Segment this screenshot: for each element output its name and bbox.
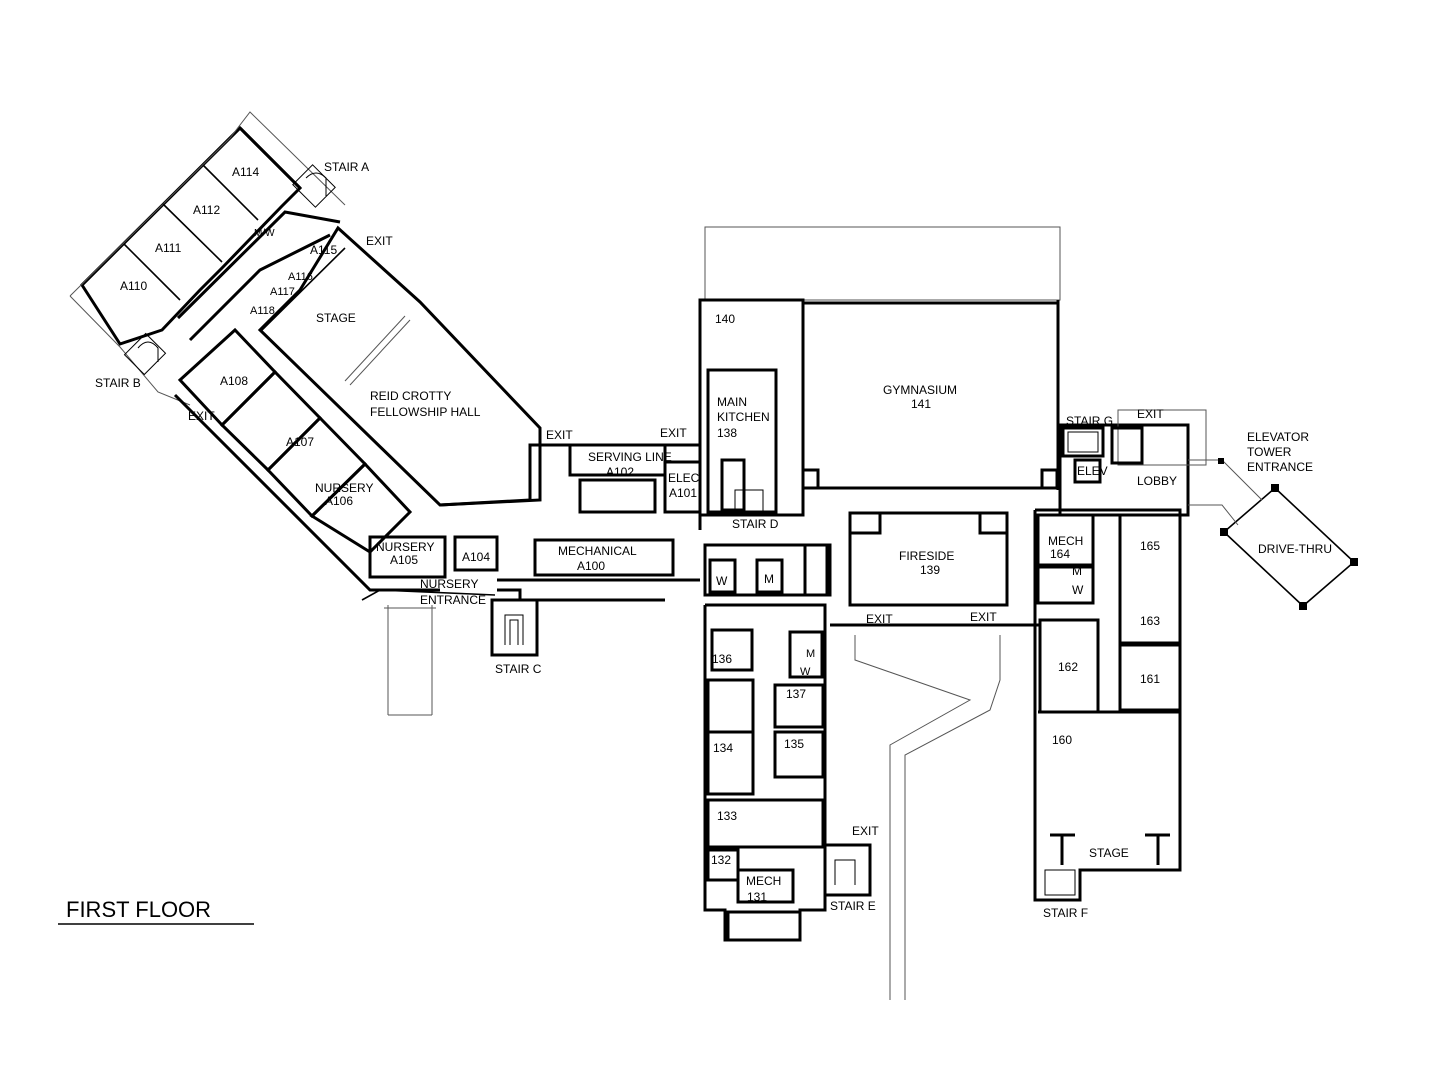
fireside-room bbox=[830, 511, 1040, 1000]
label-w3: W bbox=[1072, 583, 1084, 597]
label-a108: A108 bbox=[220, 374, 248, 388]
plan-title-text: FIRST FLOOR bbox=[66, 897, 211, 922]
west-wing bbox=[69, 111, 542, 716]
label-exit-hall: EXIT bbox=[546, 428, 573, 442]
label-135: 135 bbox=[784, 737, 804, 751]
label-134: 134 bbox=[713, 741, 733, 755]
label-137: 137 bbox=[786, 687, 806, 701]
label-a106: A106 bbox=[325, 494, 353, 508]
label-hall-line1: REID CROTTY bbox=[370, 389, 451, 403]
label-stair-b: STAIR B bbox=[95, 376, 141, 390]
label-elevator-2: TOWER bbox=[1247, 445, 1292, 459]
label-a111: A111 bbox=[155, 241, 182, 255]
label-drive-thru: DRIVE-THRU bbox=[1258, 542, 1332, 556]
label-mw: M/W bbox=[254, 228, 275, 239]
restrooms-center bbox=[703, 543, 832, 597]
label-a105: A105 bbox=[390, 553, 418, 567]
label-nursery-entrance-2: ENTRANCE bbox=[420, 593, 486, 607]
label-exit-fireside-2: EXIT bbox=[970, 610, 997, 624]
label-m3: M bbox=[1072, 564, 1082, 578]
label-140: 140 bbox=[715, 312, 735, 326]
gym-block bbox=[698, 226, 1061, 517]
label-main-kitchen-1: MAIN bbox=[717, 395, 747, 409]
label-m2: M bbox=[806, 648, 815, 660]
label-141: 141 bbox=[911, 397, 931, 411]
label-a110: A110 bbox=[120, 279, 147, 293]
label-exit-b: EXIT bbox=[188, 409, 215, 423]
label-136: 136 bbox=[712, 652, 732, 666]
label-mech-164: MECH bbox=[1048, 534, 1083, 548]
label-serving-line: SERVING LINE bbox=[588, 450, 672, 464]
label-exit-serving: EXIT bbox=[660, 426, 687, 440]
label-a107: A107 bbox=[286, 435, 314, 449]
south-wing bbox=[703, 603, 872, 942]
label-161: 161 bbox=[1140, 672, 1160, 686]
label-m1: M bbox=[764, 572, 774, 586]
label-stage-west: STAGE bbox=[316, 311, 356, 325]
label-138: 138 bbox=[717, 426, 737, 440]
label-a114: A114 bbox=[232, 165, 259, 179]
label-elevator-1: ELEVATOR bbox=[1247, 430, 1309, 444]
label-a117: A117 bbox=[270, 286, 295, 298]
label-a115: A115 bbox=[310, 243, 337, 257]
label-hall-line2: FELLOWSHIP HALL bbox=[370, 405, 481, 419]
label-w2: W bbox=[800, 666, 811, 678]
label-exit-a: EXIT bbox=[366, 234, 393, 248]
label-nursery-a106: NURSERY bbox=[315, 481, 373, 495]
east-wing bbox=[1033, 409, 1207, 902]
label-w1: W bbox=[716, 574, 728, 588]
room-labels: A114 A112 A111 A110 M/W A115 A116 A117 A… bbox=[95, 160, 1332, 920]
label-stair-e: STAIR E bbox=[830, 899, 876, 913]
label-stair-c: STAIR C bbox=[495, 662, 542, 676]
label-gymnasium: GYMNASIUM bbox=[883, 383, 957, 397]
label-exit-fireside-1: EXIT bbox=[866, 612, 893, 626]
label-163: 163 bbox=[1140, 614, 1160, 628]
label-132: 132 bbox=[711, 853, 731, 867]
drive-thru-canopy bbox=[1188, 458, 1358, 610]
label-a100: A100 bbox=[577, 559, 605, 573]
plan-title: FIRST FLOOR bbox=[58, 897, 254, 925]
label-exit-g: EXIT bbox=[1137, 407, 1164, 421]
label-139: 139 bbox=[920, 563, 940, 577]
label-elevator-3: ENTRANCE bbox=[1247, 460, 1313, 474]
label-a118: A118 bbox=[250, 305, 275, 317]
label-elev: ELEV bbox=[1077, 464, 1108, 478]
label-mech-131: MECH bbox=[746, 874, 781, 888]
label-a112: A112 bbox=[193, 203, 220, 217]
label-164: 164 bbox=[1050, 547, 1070, 561]
label-stair-d: STAIR D bbox=[732, 517, 779, 531]
label-133: 133 bbox=[717, 809, 737, 823]
label-mechanical: MECHANICAL bbox=[558, 544, 637, 558]
label-165: 165 bbox=[1140, 539, 1160, 553]
label-nursery-a105: NURSERY bbox=[376, 540, 434, 554]
label-a104: A104 bbox=[462, 550, 490, 564]
label-fireside: FIRESIDE bbox=[899, 549, 954, 563]
label-stage-east: STAGE bbox=[1089, 846, 1129, 860]
label-a102: A102 bbox=[606, 465, 634, 479]
label-nursery-entrance-1: NURSERY bbox=[420, 577, 478, 591]
label-160: 160 bbox=[1052, 733, 1072, 747]
label-a101: A101 bbox=[669, 486, 697, 500]
label-stair-g: STAIR G bbox=[1066, 414, 1113, 428]
label-131: 131 bbox=[747, 890, 767, 904]
label-elec: ELEC bbox=[668, 471, 700, 485]
label-a116: A116 bbox=[288, 271, 313, 283]
label-main-kitchen-2: KITCHEN bbox=[717, 410, 770, 424]
label-exit-e: EXIT bbox=[852, 824, 879, 838]
label-stair-f: STAIR F bbox=[1043, 906, 1088, 920]
label-162: 162 bbox=[1058, 660, 1078, 674]
label-lobby: LOBBY bbox=[1137, 474, 1177, 488]
label-stair-a: STAIR A bbox=[324, 160, 369, 174]
